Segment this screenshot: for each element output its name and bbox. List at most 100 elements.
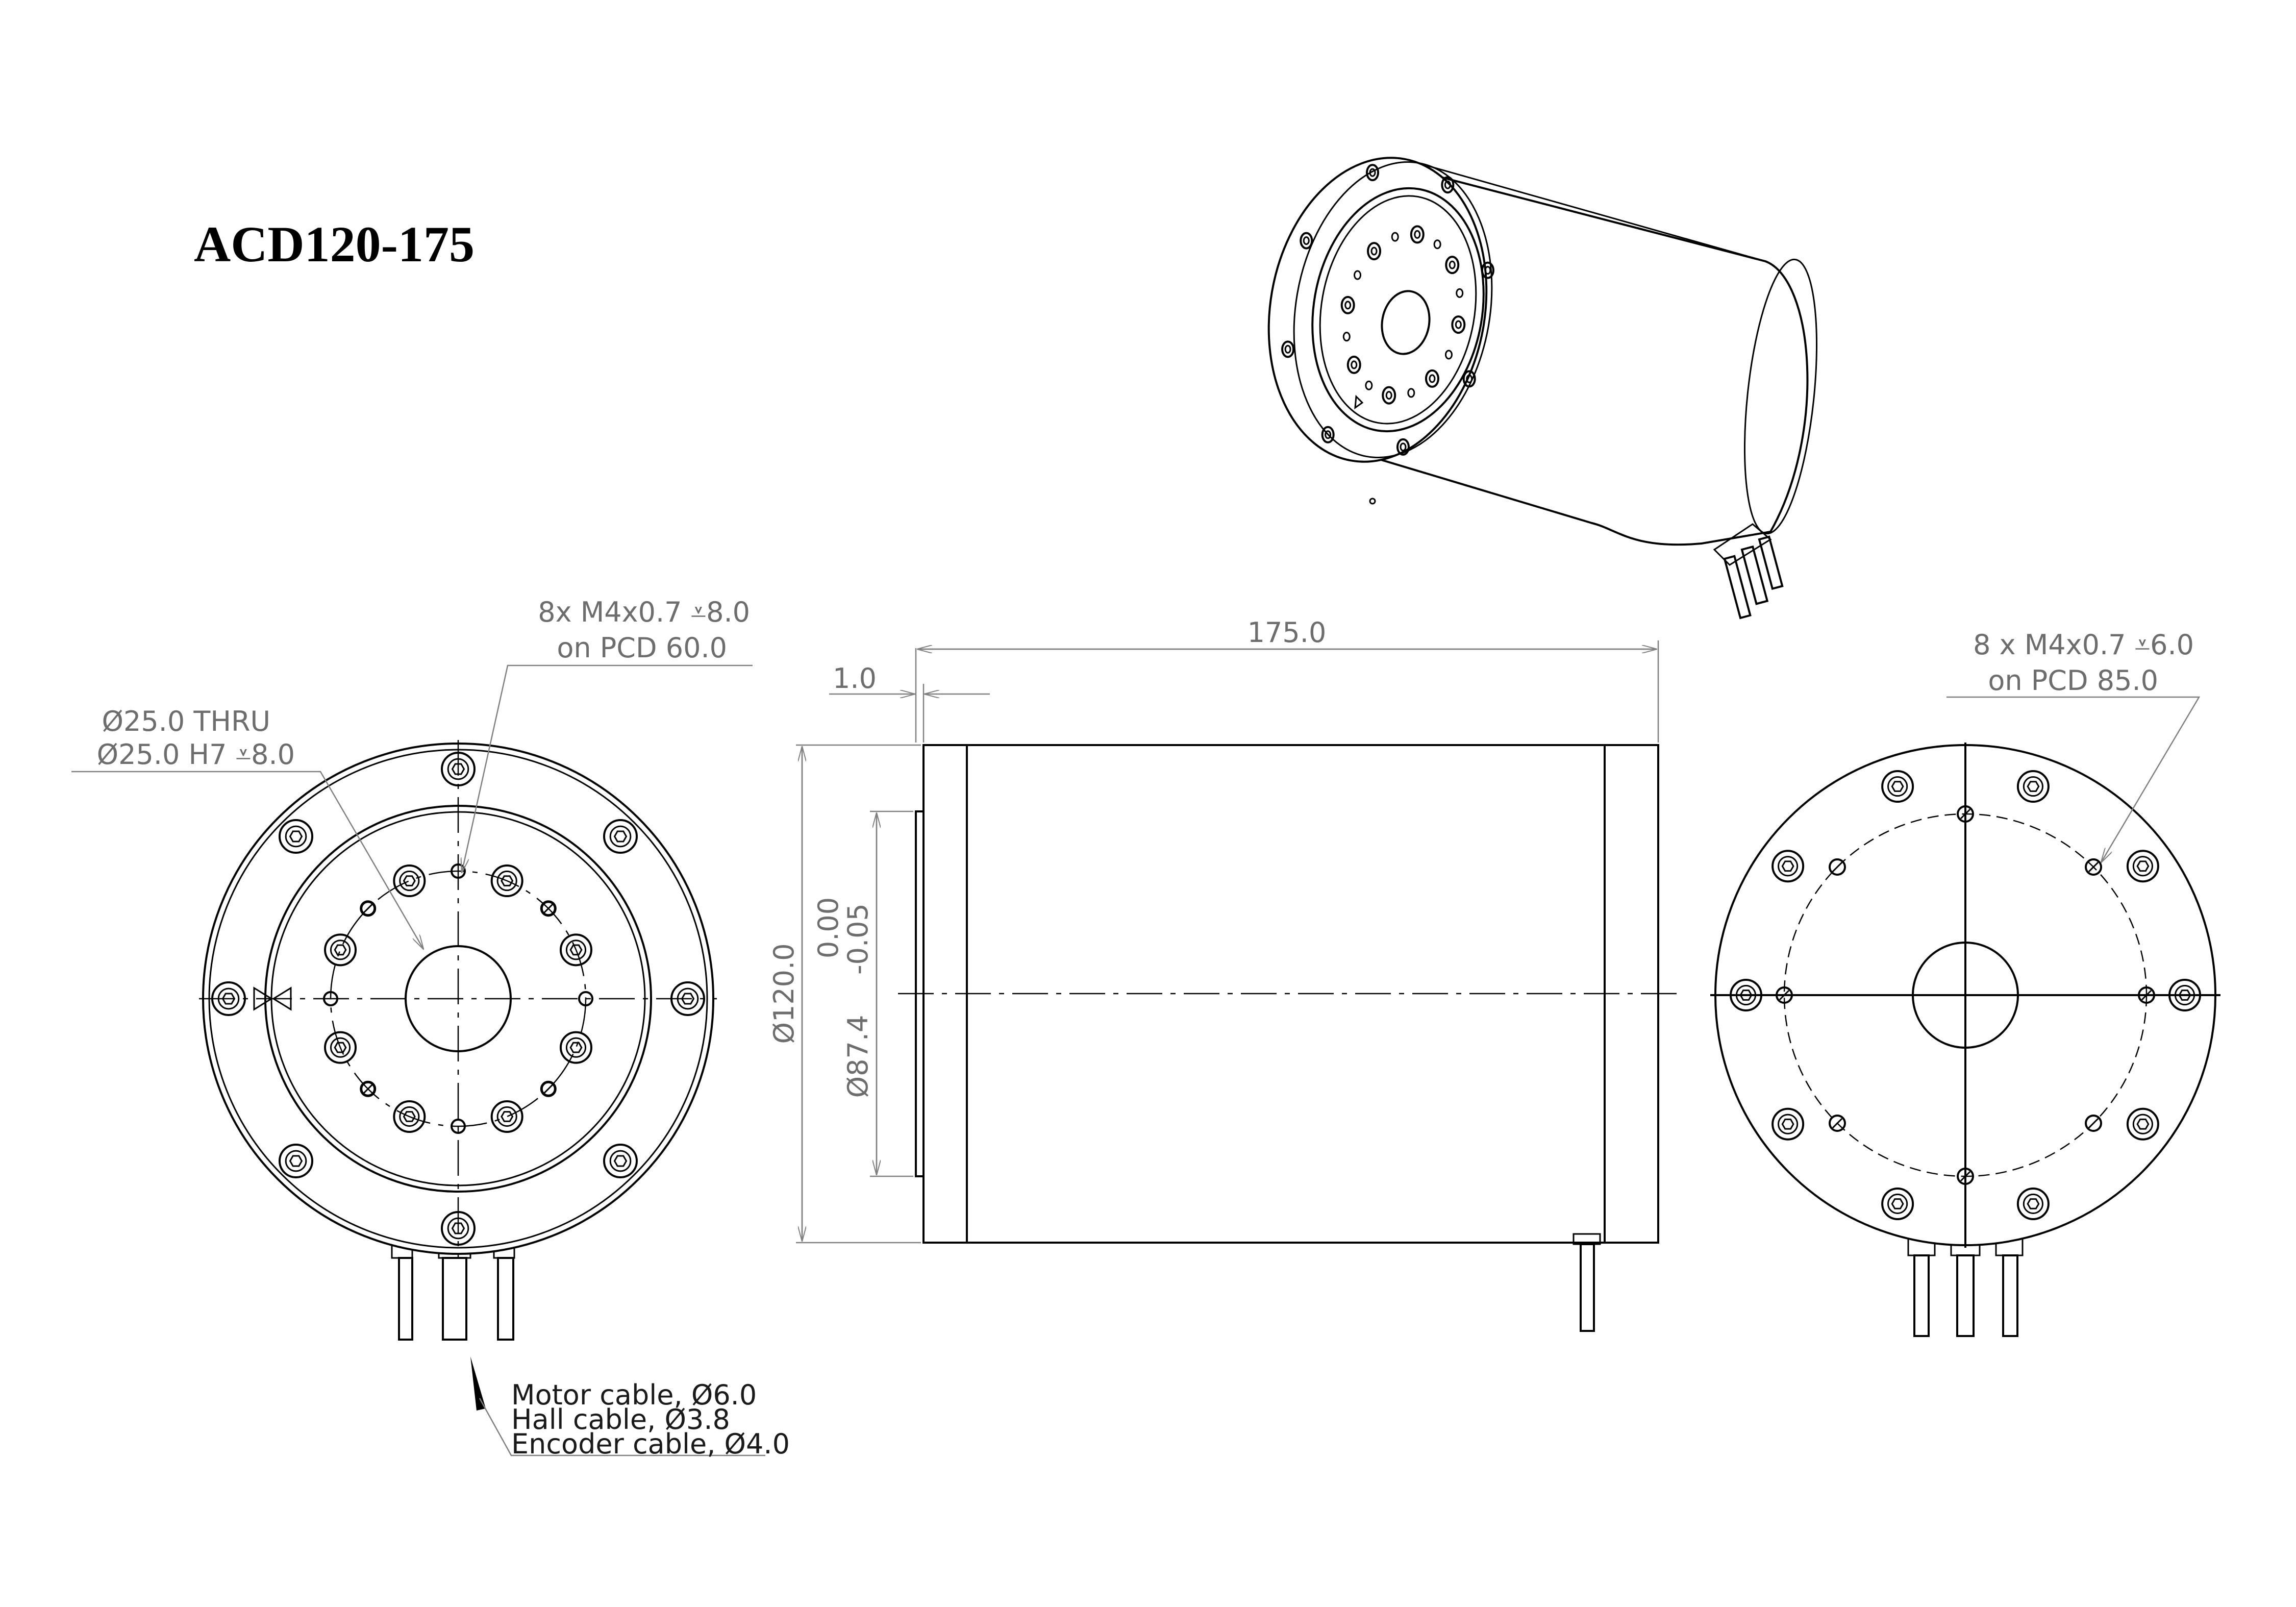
iso-inner-screw-icon	[1451, 315, 1466, 334]
outer-screw-icon	[279, 819, 313, 854]
tapped-hole-m4	[451, 1119, 466, 1134]
iso-center-bore	[1381, 290, 1431, 355]
outer-screw-icon	[211, 981, 246, 1016]
outer-screw-icon	[670, 981, 705, 1016]
rear-tapped-hole	[2138, 986, 2155, 1004]
callout-holes-line1: 8x M4x0.7 ⩡8.0	[538, 596, 750, 628]
dim-step-1: 1.0	[833, 662, 877, 695]
iso-inner-screw-icon	[1425, 369, 1439, 388]
iso-outer-screw-icon	[1300, 232, 1313, 250]
rear-bolt-holes	[1730, 770, 2201, 1220]
rear-tapped-hole	[1957, 805, 1974, 823]
rear-screw-icon	[1730, 979, 1762, 1011]
inner-screw-icon	[324, 1031, 357, 1064]
rear-tapped-hole	[1828, 858, 1846, 876]
rear-screw-icon	[1771, 1107, 1805, 1141]
rear-cable-stubs	[1907, 1233, 2024, 1337]
rear-screw-icon	[2168, 979, 2201, 1011]
iso-small-hole	[1407, 388, 1415, 398]
tol-lower: -0.05	[842, 903, 874, 975]
iso-outer-screw-icon	[1396, 438, 1410, 456]
iso-front-flange	[1267, 157, 1488, 463]
outer-screw-icon	[603, 1144, 638, 1178]
tapped-hole-m4	[323, 991, 338, 1006]
rear-screw-icon	[1881, 770, 1914, 803]
rear-callout-line2: on PCD 85.0	[1988, 664, 2158, 697]
iso-small-hole	[1456, 288, 1464, 298]
outer-screw-icon	[441, 752, 476, 786]
cable-callout: Motor cable, Ø6.0 Hall cable, Ø3.8 Encod…	[470, 1356, 790, 1460]
dim-length-175: 175.0	[1247, 616, 1327, 649]
rear-screw-icon	[2016, 770, 2050, 803]
rear-callout-line1: 8 x M4x0.7 ⩡6.0	[1973, 629, 2194, 661]
iso-inner-screw-icon	[1382, 386, 1396, 405]
rear-tapped-hole	[2085, 1115, 2103, 1132]
drawing-title: ACD120-175	[194, 216, 475, 273]
inner-screw-icon	[393, 864, 426, 898]
rear-tapped-hole	[2085, 858, 2103, 876]
hall-cable-label: Hall cable, Ø3.8	[511, 1403, 730, 1436]
iso-small-hole	[1444, 350, 1453, 360]
inner-screw-icon	[559, 933, 592, 967]
front-pcd-circle	[330, 870, 587, 1127]
iso-inner-screw-icon	[1340, 295, 1355, 314]
rear-screw-icon	[2126, 1107, 2159, 1141]
pin-hole	[360, 1080, 377, 1097]
rear-screw-icon	[1881, 1187, 1914, 1220]
tapped-hole-m4	[578, 991, 593, 1006]
iso-small-hole	[1342, 332, 1351, 342]
rear-tapped-hole	[1828, 1115, 1846, 1132]
pin-hole	[540, 1080, 557, 1097]
dim-pilot-87: Ø87.4	[842, 1015, 874, 1098]
front-bolt-holes	[211, 752, 705, 1246]
encoder-cable-label: Encoder cable, Ø4.0	[511, 1428, 790, 1460]
outer-screw-icon	[279, 1144, 313, 1178]
pin-hole	[540, 900, 557, 917]
iso-inner-screw-icon	[1367, 242, 1382, 261]
callout-bore-line2: Ø25.0 H7 ⩡8.0	[97, 738, 295, 771]
side-view	[898, 744, 1679, 1332]
isometric-view	[1267, 157, 1818, 620]
callout-holes-line2: on PCD 60.0	[557, 632, 727, 664]
inner-screw-icon	[559, 1031, 592, 1064]
rear-view	[1710, 743, 2220, 1337]
rear-view-callouts: 8 x M4x0.7 ⩡6.0 on PCD 85.0	[1946, 629, 2201, 862]
side-view-dimensions: 175.0 1.0 Ø120.0 Ø87.4 -0.05 0.00	[768, 616, 1659, 1244]
iso-outer-screw-icon	[1281, 340, 1295, 358]
inner-screw-icon	[490, 1100, 523, 1133]
side-cable-stub	[1580, 1243, 1595, 1332]
outer-screw-icon	[441, 1211, 476, 1246]
iso-small-hole	[1433, 239, 1441, 250]
rear-screw-icon	[1771, 850, 1805, 883]
iso-outer-screw-icon	[1481, 261, 1494, 279]
callout-bore-line1: Ø25.0 THRU	[102, 705, 270, 737]
iso-small-hole	[1365, 380, 1373, 390]
rear-tapped-hole	[1957, 1168, 1974, 1185]
outer-screw-icon	[603, 819, 638, 854]
inner-screw-icon	[490, 864, 523, 898]
iso-small-hole	[1354, 270, 1362, 280]
front-view-callouts: 8x M4x0.7 ⩡8.0 on PCD 60.0 Ø25.0 THRU Ø2…	[71, 596, 753, 949]
iso-cable-stubs	[1713, 523, 1784, 620]
iso-inner-screw-icon	[1445, 256, 1460, 275]
rear-tapped-hole	[1776, 986, 1793, 1004]
iso-small-hole	[1391, 232, 1399, 242]
tol-upper: 0.00	[812, 897, 844, 958]
dim-diameter-120: Ø120.0	[768, 943, 800, 1044]
iso-inner-screw-icon	[1410, 225, 1425, 244]
inner-screw-icon	[393, 1100, 426, 1133]
iso-outer-screw-icon	[1366, 164, 1380, 182]
front-view	[199, 740, 717, 1341]
rear-screw-icon	[2016, 1187, 2050, 1220]
rear-screw-icon	[2126, 850, 2159, 883]
pin-hole	[360, 900, 377, 917]
iso-bolt-holes	[1281, 164, 1494, 456]
inner-screw-icon	[324, 933, 357, 967]
motor-cable-label: Motor cable, Ø6.0	[511, 1379, 757, 1411]
iso-outer-screw-icon	[1441, 176, 1455, 194]
iso-inner-screw-icon	[1346, 355, 1361, 374]
iso-outer-screw-icon	[1462, 370, 1476, 388]
iso-outer-screw-icon	[1321, 426, 1335, 443]
front-index-marker-icon	[253, 986, 292, 1011]
